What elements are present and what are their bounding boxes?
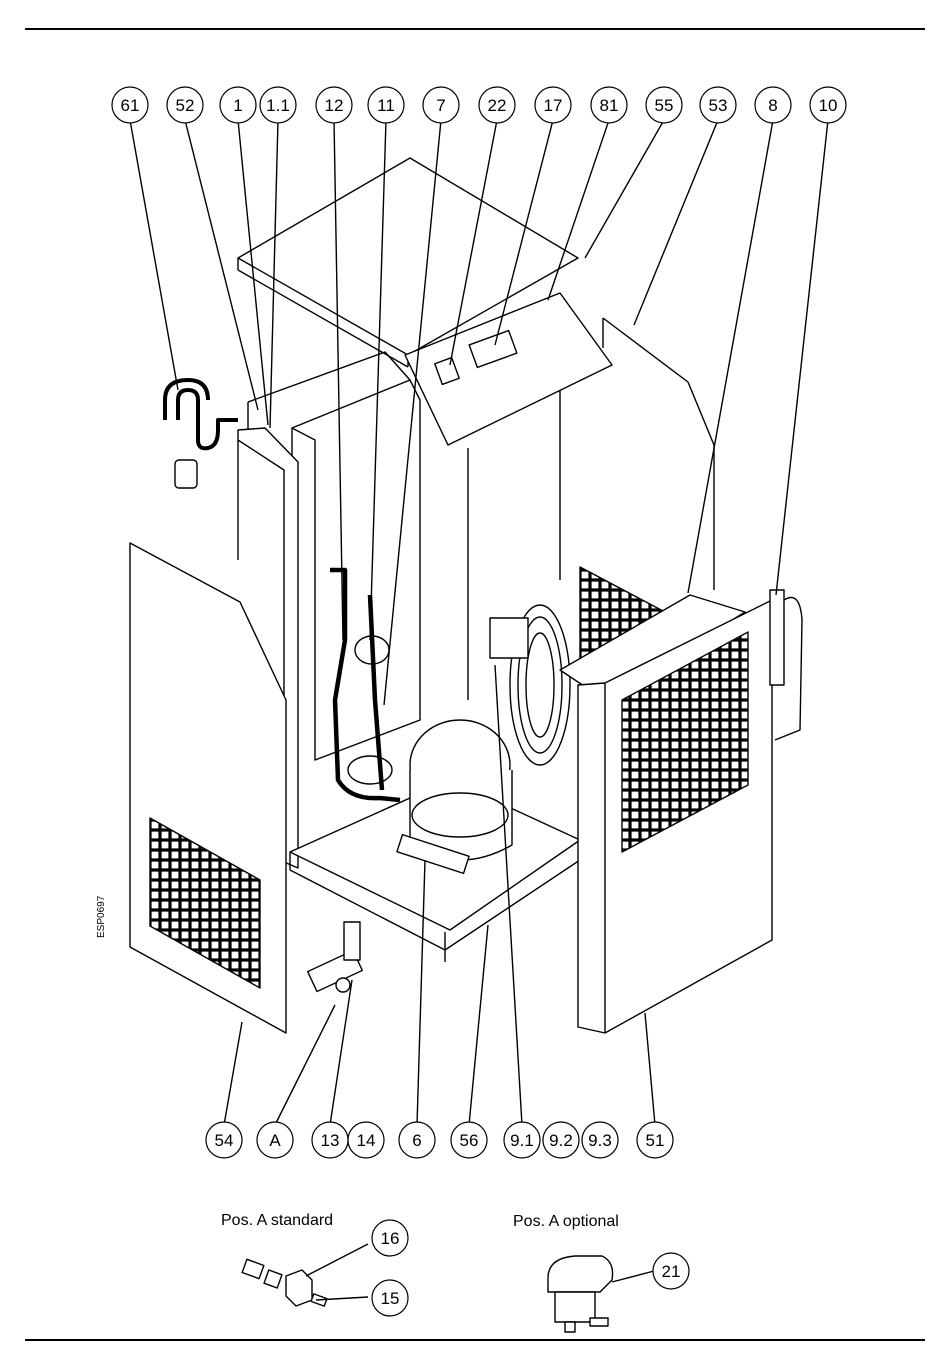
callout-22: 22: [479, 87, 515, 123]
callout-label: 11: [377, 96, 395, 115]
callout-6: 6: [399, 1122, 435, 1158]
callout-9-2: 9.2: [543, 1122, 579, 1158]
callout-label: 81: [600, 96, 619, 115]
callout-label: 22: [488, 96, 507, 115]
callout-10: 10: [810, 87, 846, 123]
callout-label: 53: [709, 96, 728, 115]
callout-label: 15: [381, 1289, 400, 1308]
callout-label: 21: [662, 1262, 681, 1281]
callout-label: 9.2: [549, 1131, 573, 1150]
caption-standard: Pos. A standard: [221, 1212, 333, 1230]
callout-label: 6: [412, 1131, 421, 1150]
callout-label: 9.1: [510, 1131, 534, 1150]
detail-standard: [242, 1244, 368, 1306]
callout-8: 8: [755, 87, 791, 123]
callout-51: 51: [637, 1122, 673, 1158]
callout-label: 1: [233, 96, 242, 115]
callout-16: 16: [372, 1220, 408, 1256]
callout-1-1: 1.1: [260, 87, 296, 123]
callout-1: 1: [220, 87, 256, 123]
callout-label: 12: [325, 96, 344, 115]
callout-label: 1.1: [266, 96, 290, 115]
callout-label: 13: [321, 1131, 340, 1150]
callout-label: 7: [436, 96, 445, 115]
callout-label: 55: [655, 96, 674, 115]
callout-53: 53: [700, 87, 736, 123]
callout-61: 61: [112, 87, 148, 123]
fan-motor: [490, 618, 528, 658]
callout-label: 14: [357, 1131, 376, 1150]
callout-label: 17: [544, 96, 563, 115]
callout-label: 61: [121, 96, 140, 115]
callout-17: 17: [535, 87, 571, 123]
callout-label: 8: [768, 96, 777, 115]
callout-14: 14: [348, 1122, 384, 1158]
callout-13: 13: [312, 1122, 348, 1158]
callout-label: A: [269, 1131, 281, 1150]
callout-label: 56: [460, 1131, 479, 1150]
evaporator: [292, 380, 420, 760]
callout-label: 54: [215, 1131, 234, 1150]
callout-label: 16: [381, 1229, 400, 1248]
callout-15: 15: [372, 1280, 408, 1316]
callout-label: 9.3: [588, 1131, 612, 1150]
front-left-panel: [130, 543, 286, 1033]
callout-81: 81: [591, 87, 627, 123]
callout-21: 21: [653, 1253, 689, 1289]
callout-52: 52: [167, 87, 203, 123]
callout-54: 54: [206, 1122, 242, 1158]
receiver-10: [770, 590, 784, 685]
callout-7: 7: [423, 87, 459, 123]
callout-label: 51: [646, 1131, 665, 1150]
callout-55: 55: [646, 87, 682, 123]
caption-optional: Pos. A optional: [513, 1213, 619, 1231]
rear-panel: [603, 318, 714, 590]
callout-56: 56: [451, 1122, 487, 1158]
callout-9-3: 9.3: [582, 1122, 618, 1158]
callout-label: 52: [176, 96, 195, 115]
callout-label: 10: [819, 96, 838, 115]
callout-12: 12: [316, 87, 352, 123]
callout-9-1: 9.1: [504, 1122, 540, 1158]
callout-A: A: [257, 1122, 293, 1158]
callout-11: 11: [368, 87, 404, 123]
drawing-code: ESP0697: [96, 896, 107, 938]
detail-optional: [548, 1256, 654, 1332]
